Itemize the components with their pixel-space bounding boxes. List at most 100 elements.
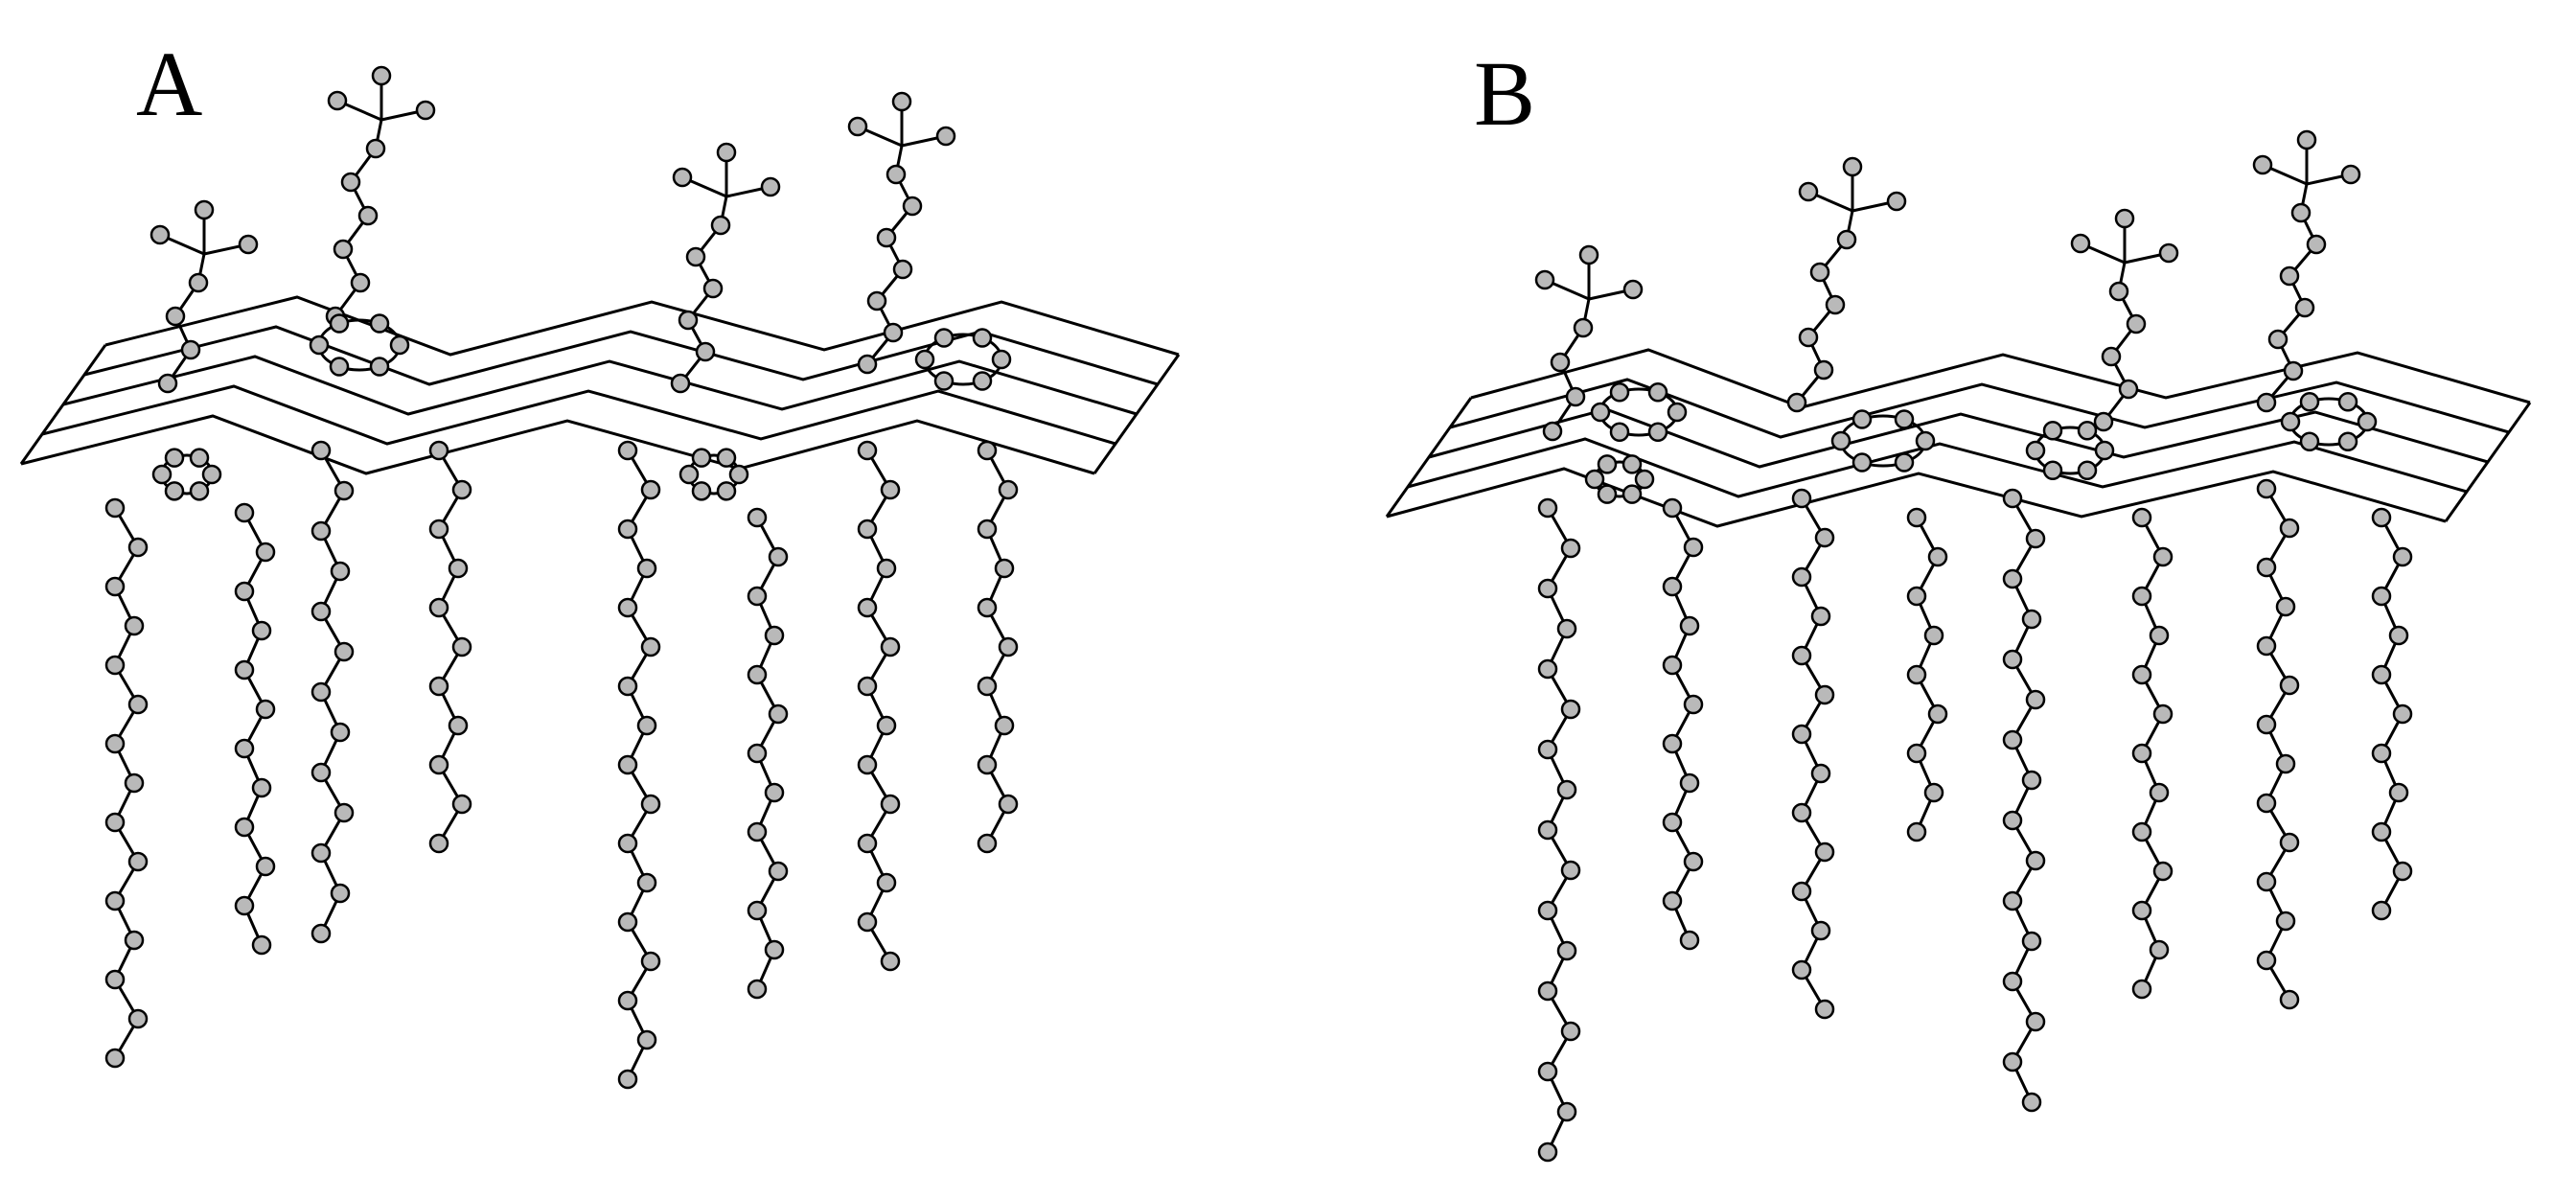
chain-bead xyxy=(2002,568,2023,589)
chain-bead xyxy=(2371,507,2392,528)
chain-bead xyxy=(998,479,1019,500)
branch-bead xyxy=(1886,191,1907,212)
branch-bead xyxy=(891,91,912,112)
chain-bead xyxy=(127,1008,149,1029)
chain-bead xyxy=(1810,763,1831,784)
sheet-layer-line xyxy=(1386,467,2447,528)
hanging-chain xyxy=(857,440,901,972)
chain-bead xyxy=(2290,202,2312,223)
sheet-layer-line xyxy=(20,414,1095,475)
chain-bead xyxy=(1923,782,1944,803)
chain-bead xyxy=(104,655,126,676)
chain-bead xyxy=(1791,724,1812,745)
loop-bead xyxy=(2077,420,2098,441)
branch-bead xyxy=(327,90,348,111)
chain-bead xyxy=(428,676,449,697)
loop-bead xyxy=(1609,381,1630,403)
loop-bead xyxy=(972,371,993,391)
surface-loop xyxy=(151,448,222,501)
loop-bead xyxy=(389,334,410,356)
chain-bead xyxy=(880,794,901,815)
chain-bead xyxy=(1573,317,1594,338)
chain-bead xyxy=(617,597,638,618)
chain-bead xyxy=(428,597,449,618)
chain-bead xyxy=(710,215,731,236)
chain-bead xyxy=(617,1069,638,1090)
hanging-chain xyxy=(977,440,1019,854)
chain-bead xyxy=(1791,566,1812,588)
chain-bead xyxy=(255,699,276,720)
chain-bead xyxy=(2371,743,2392,764)
chain-bead xyxy=(2256,793,2277,814)
loop-bead xyxy=(329,357,350,377)
loop-bead xyxy=(691,448,712,468)
chain-bead xyxy=(124,615,145,636)
chain-bead xyxy=(357,205,379,226)
branch-bead xyxy=(1622,279,1644,300)
chain-bead xyxy=(2002,890,2023,911)
chain-bead xyxy=(2118,379,2139,400)
loop-bead xyxy=(1647,381,1668,403)
hanging-chain xyxy=(1906,507,1948,842)
chain-bead xyxy=(695,341,716,362)
chain-bead xyxy=(2021,770,2042,791)
branch-bead xyxy=(716,142,737,163)
loop-bead xyxy=(2299,391,2320,412)
chain-bead xyxy=(2126,313,2147,334)
chain-bead xyxy=(234,659,255,680)
chain-bead xyxy=(998,636,1019,657)
chain-bead xyxy=(428,833,449,854)
loop-bead xyxy=(2357,411,2378,432)
chain-bead xyxy=(880,479,901,500)
chain-bead xyxy=(764,625,785,646)
chain-bead xyxy=(2025,850,2046,871)
chain-bond xyxy=(2011,497,2037,1103)
chain-bead xyxy=(1809,262,1830,283)
sheet-edge-right xyxy=(2444,402,2532,522)
chain-bead xyxy=(234,581,255,602)
loop-bead xyxy=(1830,430,1852,451)
chain-bead xyxy=(1542,421,1563,442)
chain-bead xyxy=(883,322,904,343)
chain-bead xyxy=(2149,625,2170,646)
chain-bead xyxy=(866,290,887,311)
sheet-layer-line xyxy=(1449,378,2510,439)
chain-bead xyxy=(1791,959,1812,980)
chain-bead xyxy=(617,911,638,933)
chain-bead xyxy=(104,969,126,990)
loop-bead xyxy=(369,313,390,334)
chain-bead xyxy=(2279,518,2300,539)
chain-bead xyxy=(124,930,145,951)
chain-bead xyxy=(1814,999,1835,1020)
branch-bead xyxy=(150,224,171,245)
chain-bead xyxy=(1814,842,1835,863)
chain-bead xyxy=(678,310,699,331)
chain-bead xyxy=(2002,971,2023,992)
chain-bead xyxy=(104,733,126,754)
chain-bead xyxy=(448,715,469,736)
chain-bead xyxy=(104,576,126,597)
chain-bead xyxy=(636,715,657,736)
chain-bead xyxy=(1813,359,1834,380)
chain-bead xyxy=(251,777,272,798)
loop-bead xyxy=(2299,431,2320,452)
branch-bead xyxy=(371,65,392,86)
chain-bead xyxy=(857,754,878,775)
loop-bead xyxy=(2042,460,2063,481)
chain-bead xyxy=(2131,743,2152,764)
branch-bead xyxy=(1578,244,1599,265)
chain-bead xyxy=(157,373,178,394)
chain-bead xyxy=(1791,645,1812,666)
chain-bead xyxy=(1906,664,1927,685)
hanging-chain xyxy=(428,440,472,854)
chain-bead xyxy=(2256,714,2277,735)
chain-bead xyxy=(2388,782,2409,803)
chain-bead xyxy=(2149,939,2170,960)
chain-bead xyxy=(1556,779,1577,800)
branch-bead xyxy=(1842,156,1863,177)
chain-bead xyxy=(1683,694,1704,715)
loop-bead xyxy=(201,464,222,485)
loop-bead xyxy=(164,481,185,501)
chain-bead xyxy=(1791,802,1812,823)
hanging-chain xyxy=(747,507,789,1000)
